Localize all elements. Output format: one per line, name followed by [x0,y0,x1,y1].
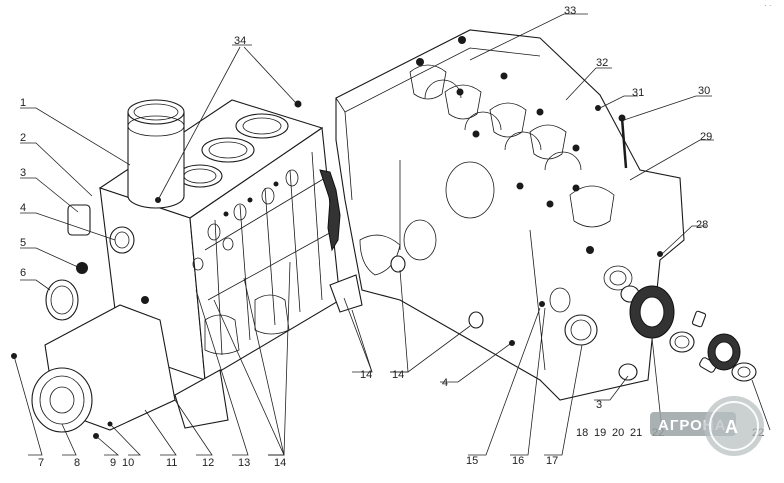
callout-15: 15 [466,455,478,467]
callout-21: 21 [630,427,642,439]
callout-3b: 3 [596,399,602,411]
front-cover [11,304,176,439]
callout-17: 17 [546,455,558,467]
left-cylinder-block [11,99,363,439]
callout-30: 30 [698,85,710,97]
callout-14a: 14 [274,457,286,469]
callout-5: 5 [20,237,26,249]
leader-lines [13,13,771,456]
callout-34: 34 [234,35,246,47]
cylinder-liner [127,99,185,209]
callout-6: 6 [20,267,26,279]
corner-mark: · · [764,1,772,10]
svg-text:А: А [725,417,738,437]
callout-9: 9 [110,457,116,469]
callout-3: 3 [20,167,26,179]
callout-7: 7 [38,457,44,469]
callout-1: 1 [20,97,26,109]
callout-18: 18 [576,427,588,439]
callout-10: 10 [122,457,134,469]
callout-2: 2 [20,132,26,144]
callout-labels: 1 2 3 4 5 6 7 8 9 10 11 12 13 14 14 14 4… [20,5,764,469]
callout-14c: 14 [392,369,404,381]
callout-8: 8 [74,457,80,469]
callout-20: 20 [612,427,624,439]
callout-4b: 4 [442,377,448,389]
timing-gear-train [629,285,757,382]
callout-28: 28 [696,219,708,231]
callout-31: 31 [632,87,644,99]
callout-4: 4 [20,202,26,214]
callout-11: 11 [166,457,177,469]
agrona-watermark: АГРОНА А [650,396,764,456]
callout-29: 29 [700,131,712,143]
callout-13: 13 [238,457,250,469]
callout-33: 33 [564,5,576,17]
callout-14b: 14 [360,369,372,381]
callout-12: 12 [202,457,214,469]
callout-16: 16 [512,455,524,467]
agrona-logo-icon [704,396,764,456]
callout-19: 19 [594,427,606,439]
callout-32: 32 [596,57,608,69]
right-crankcase [335,29,685,401]
